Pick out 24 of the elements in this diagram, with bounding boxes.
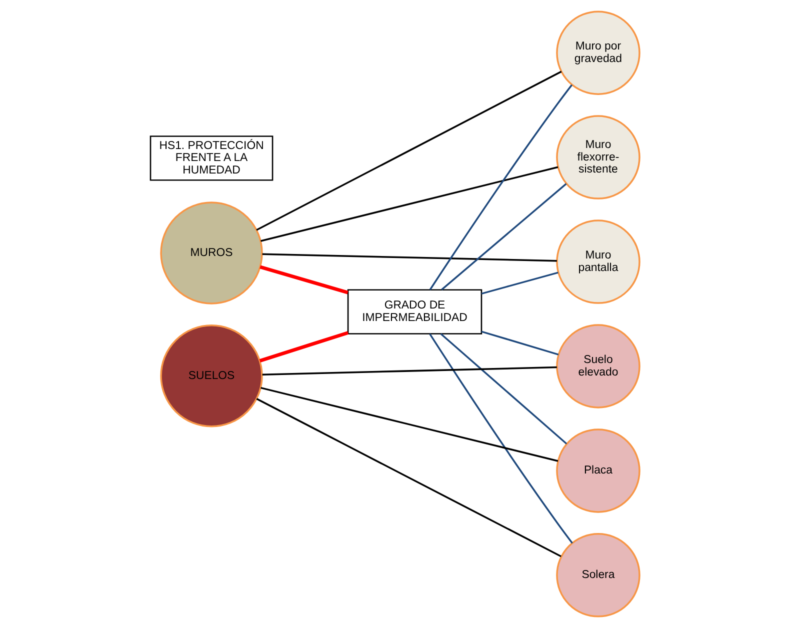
connector bbox=[262, 253, 557, 262]
node-box: HS1. PROTECCIÓN FRENTE A LA HUMEDAD bbox=[150, 136, 274, 181]
node-circle: Solera bbox=[556, 533, 640, 618]
connector bbox=[256, 70, 562, 231]
node-circle: SUELOS bbox=[160, 324, 263, 428]
connector bbox=[259, 331, 349, 362]
node-box: GRADO DE IMPERMEABILIDAD bbox=[347, 289, 482, 334]
connector bbox=[441, 183, 567, 290]
node-circle: MUROS bbox=[160, 202, 263, 304]
connector bbox=[440, 333, 568, 444]
node-circle: Muro por gravedad bbox=[556, 10, 640, 95]
connector bbox=[262, 366, 557, 376]
node-circle: Placa bbox=[556, 428, 640, 513]
connector bbox=[481, 330, 559, 356]
connector bbox=[260, 166, 558, 242]
connector bbox=[260, 265, 348, 294]
connector bbox=[481, 272, 558, 295]
connector bbox=[260, 386, 558, 462]
connector bbox=[256, 398, 562, 558]
node-circle: Muro flexorre- sistente bbox=[556, 115, 640, 200]
connector bbox=[429, 84, 573, 290]
node-circle: Muro pantalla bbox=[556, 220, 640, 304]
connector bbox=[429, 333, 573, 544]
node-circle: Suelo elevado bbox=[556, 324, 640, 408]
